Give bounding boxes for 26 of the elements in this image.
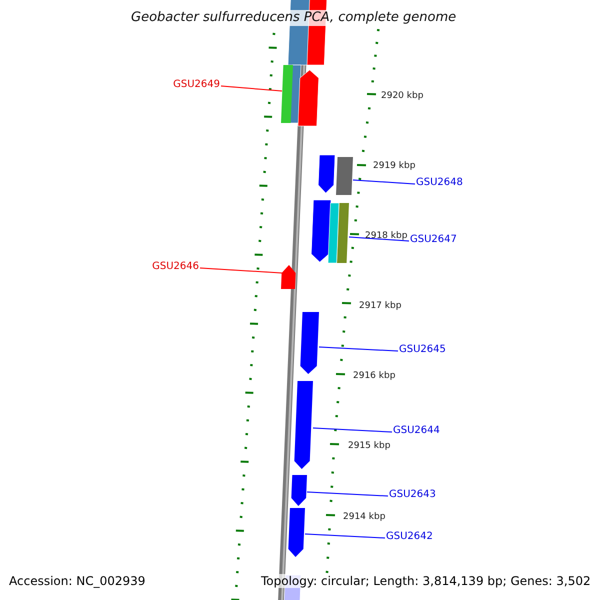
leader-line [352, 180, 416, 184]
gene-label: GSU2645 [399, 343, 449, 357]
gene-label: GSU2647 [410, 233, 460, 247]
scale-label: 2919 kbp [373, 160, 416, 173]
gene-label: GSU2648 [416, 176, 466, 190]
leader-line [200, 268, 282, 274]
info-text: Topology: circular; Length: 3,814,139 bp; Genes: 3,502 [260, 574, 592, 588]
scale-label: 2915 kbp [348, 440, 390, 453]
gene-label: GSU2642 [386, 530, 436, 544]
gene-label: GSU2644 [393, 424, 443, 438]
gene-label: GSU2643 [389, 488, 439, 502]
leader-line [348, 236, 410, 242]
scale-label: 2916 kbp [353, 370, 396, 383]
gene-label: GSU2646 [149, 260, 199, 274]
leader-line [318, 346, 398, 352]
scale-label: 2914 kbp [343, 511, 386, 524]
title: Geobacter sulfurreducens PCA, complete genome [130, 10, 458, 26]
scale-label: 2917 kbp [359, 300, 402, 313]
leader-line [306, 492, 388, 496]
info-text: Accession: NC_002939 [8, 574, 146, 588]
leader-line [312, 428, 392, 432]
gene-label: GSU2649 [170, 78, 220, 92]
scale-label: 2918 kbp [365, 230, 408, 243]
leader-line [304, 534, 386, 538]
scale-label: 2920 kbp [381, 90, 424, 103]
leader-line [220, 86, 282, 92]
